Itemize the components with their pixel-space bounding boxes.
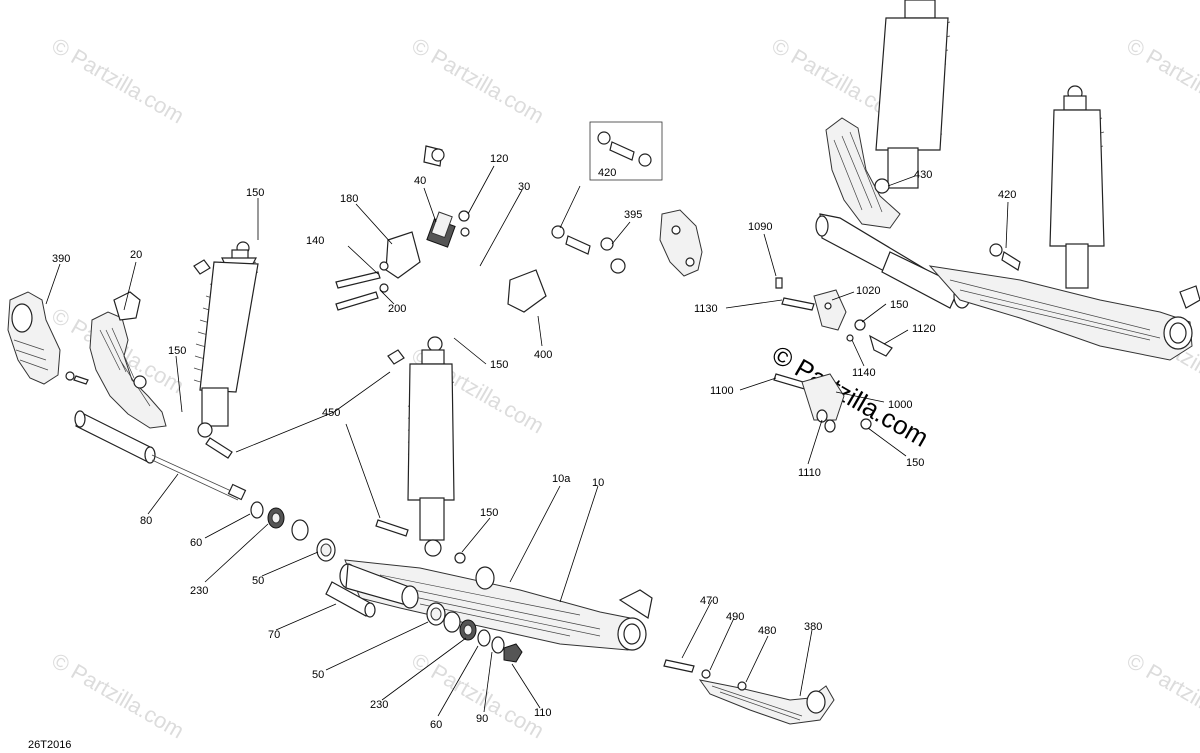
- watermark: © Partzilla.com: [48, 648, 189, 744]
- watermark: © Partzilla.com: [408, 33, 549, 129]
- left-swing-arm-bracket: [89, 291, 167, 429]
- label-420: 420: [598, 167, 616, 179]
- label-80: 80: [140, 515, 152, 527]
- label-150: 150: [480, 507, 498, 519]
- label-480: 480: [758, 625, 776, 637]
- label-420: 420: [998, 189, 1016, 201]
- label-110: 110: [534, 707, 552, 719]
- label-10: 10: [592, 477, 604, 489]
- label-1120: 1120: [912, 323, 936, 335]
- label-230: 230: [370, 699, 388, 711]
- label-1140: 1140: [852, 367, 876, 379]
- watermark-main: © Partzilla.com: [767, 339, 934, 453]
- bolts: [65, 210, 470, 564]
- middle-shock-absorber: [407, 336, 455, 557]
- label-450: 450: [322, 407, 340, 419]
- label-395: 395: [624, 209, 642, 221]
- label-50: 50: [252, 575, 264, 587]
- lower-swing-arm: [339, 559, 653, 651]
- label-180: 180: [340, 193, 358, 205]
- label-1110: 1110: [798, 467, 821, 479]
- watermark: © Partzilla.com: [1123, 648, 1200, 744]
- label-1100: 1100: [710, 385, 734, 397]
- inner-spacer-tube: [325, 581, 376, 618]
- right-upper-shock: [875, 0, 951, 189]
- label-20: 20: [130, 249, 142, 261]
- label-470: 470: [700, 595, 718, 607]
- link-kit-box: [551, 121, 663, 255]
- label-400: 400: [534, 349, 552, 361]
- label-150: 150: [490, 359, 508, 371]
- label-70: 70: [268, 629, 280, 641]
- label-150: 150: [246, 187, 264, 199]
- label-390: 390: [52, 253, 70, 265]
- mount-plate: [659, 209, 703, 277]
- watermark: © Partzilla.com: [1123, 33, 1200, 129]
- label-60: 60: [430, 719, 442, 731]
- label-30: 30: [518, 181, 530, 193]
- label-120: 120: [490, 153, 508, 165]
- diagram-code: 26T2016: [28, 739, 71, 751]
- label-1090: 1090: [748, 221, 772, 233]
- rear-bracket: [663, 659, 835, 725]
- label-150: 150: [906, 457, 924, 469]
- lower-bearings-right: [426, 602, 523, 663]
- label-490: 490: [726, 611, 744, 623]
- right-rear-shock: [1049, 85, 1105, 289]
- right-upper-arm: [815, 117, 1200, 361]
- label-200: 200: [388, 303, 406, 315]
- label-10a: 10a: [552, 473, 571, 485]
- left-shock-absorber: [193, 241, 259, 438]
- label-90: 90: [476, 713, 488, 725]
- part-labels: 150 20 390 150 80 450 150 150 60 230 50 …: [28, 153, 1016, 751]
- label-140: 140: [306, 235, 324, 247]
- label-230: 230: [190, 585, 208, 597]
- label-430: 430: [914, 169, 932, 181]
- watermark: © Partzilla.com: [408, 648, 549, 744]
- leader-lines: [45, 165, 1009, 717]
- label-50: 50: [312, 669, 324, 681]
- label-380: 380: [804, 621, 822, 633]
- label-1000: 1000: [888, 399, 912, 411]
- stabilizer-bar: [385, 145, 626, 321]
- label-40: 40: [414, 175, 426, 187]
- label-150: 150: [168, 345, 186, 357]
- right-bracket-cluster: [773, 277, 893, 433]
- label-1130: 1130: [694, 303, 718, 315]
- left-axle-tube: [74, 410, 247, 501]
- left-bearing-housing: [7, 291, 61, 385]
- lower-bearings-left: [250, 501, 336, 562]
- watermark: © Partzilla.com: [48, 33, 189, 129]
- label-1020: 1020: [856, 285, 880, 297]
- label-150: 150: [890, 299, 908, 311]
- label-60: 60: [190, 537, 202, 549]
